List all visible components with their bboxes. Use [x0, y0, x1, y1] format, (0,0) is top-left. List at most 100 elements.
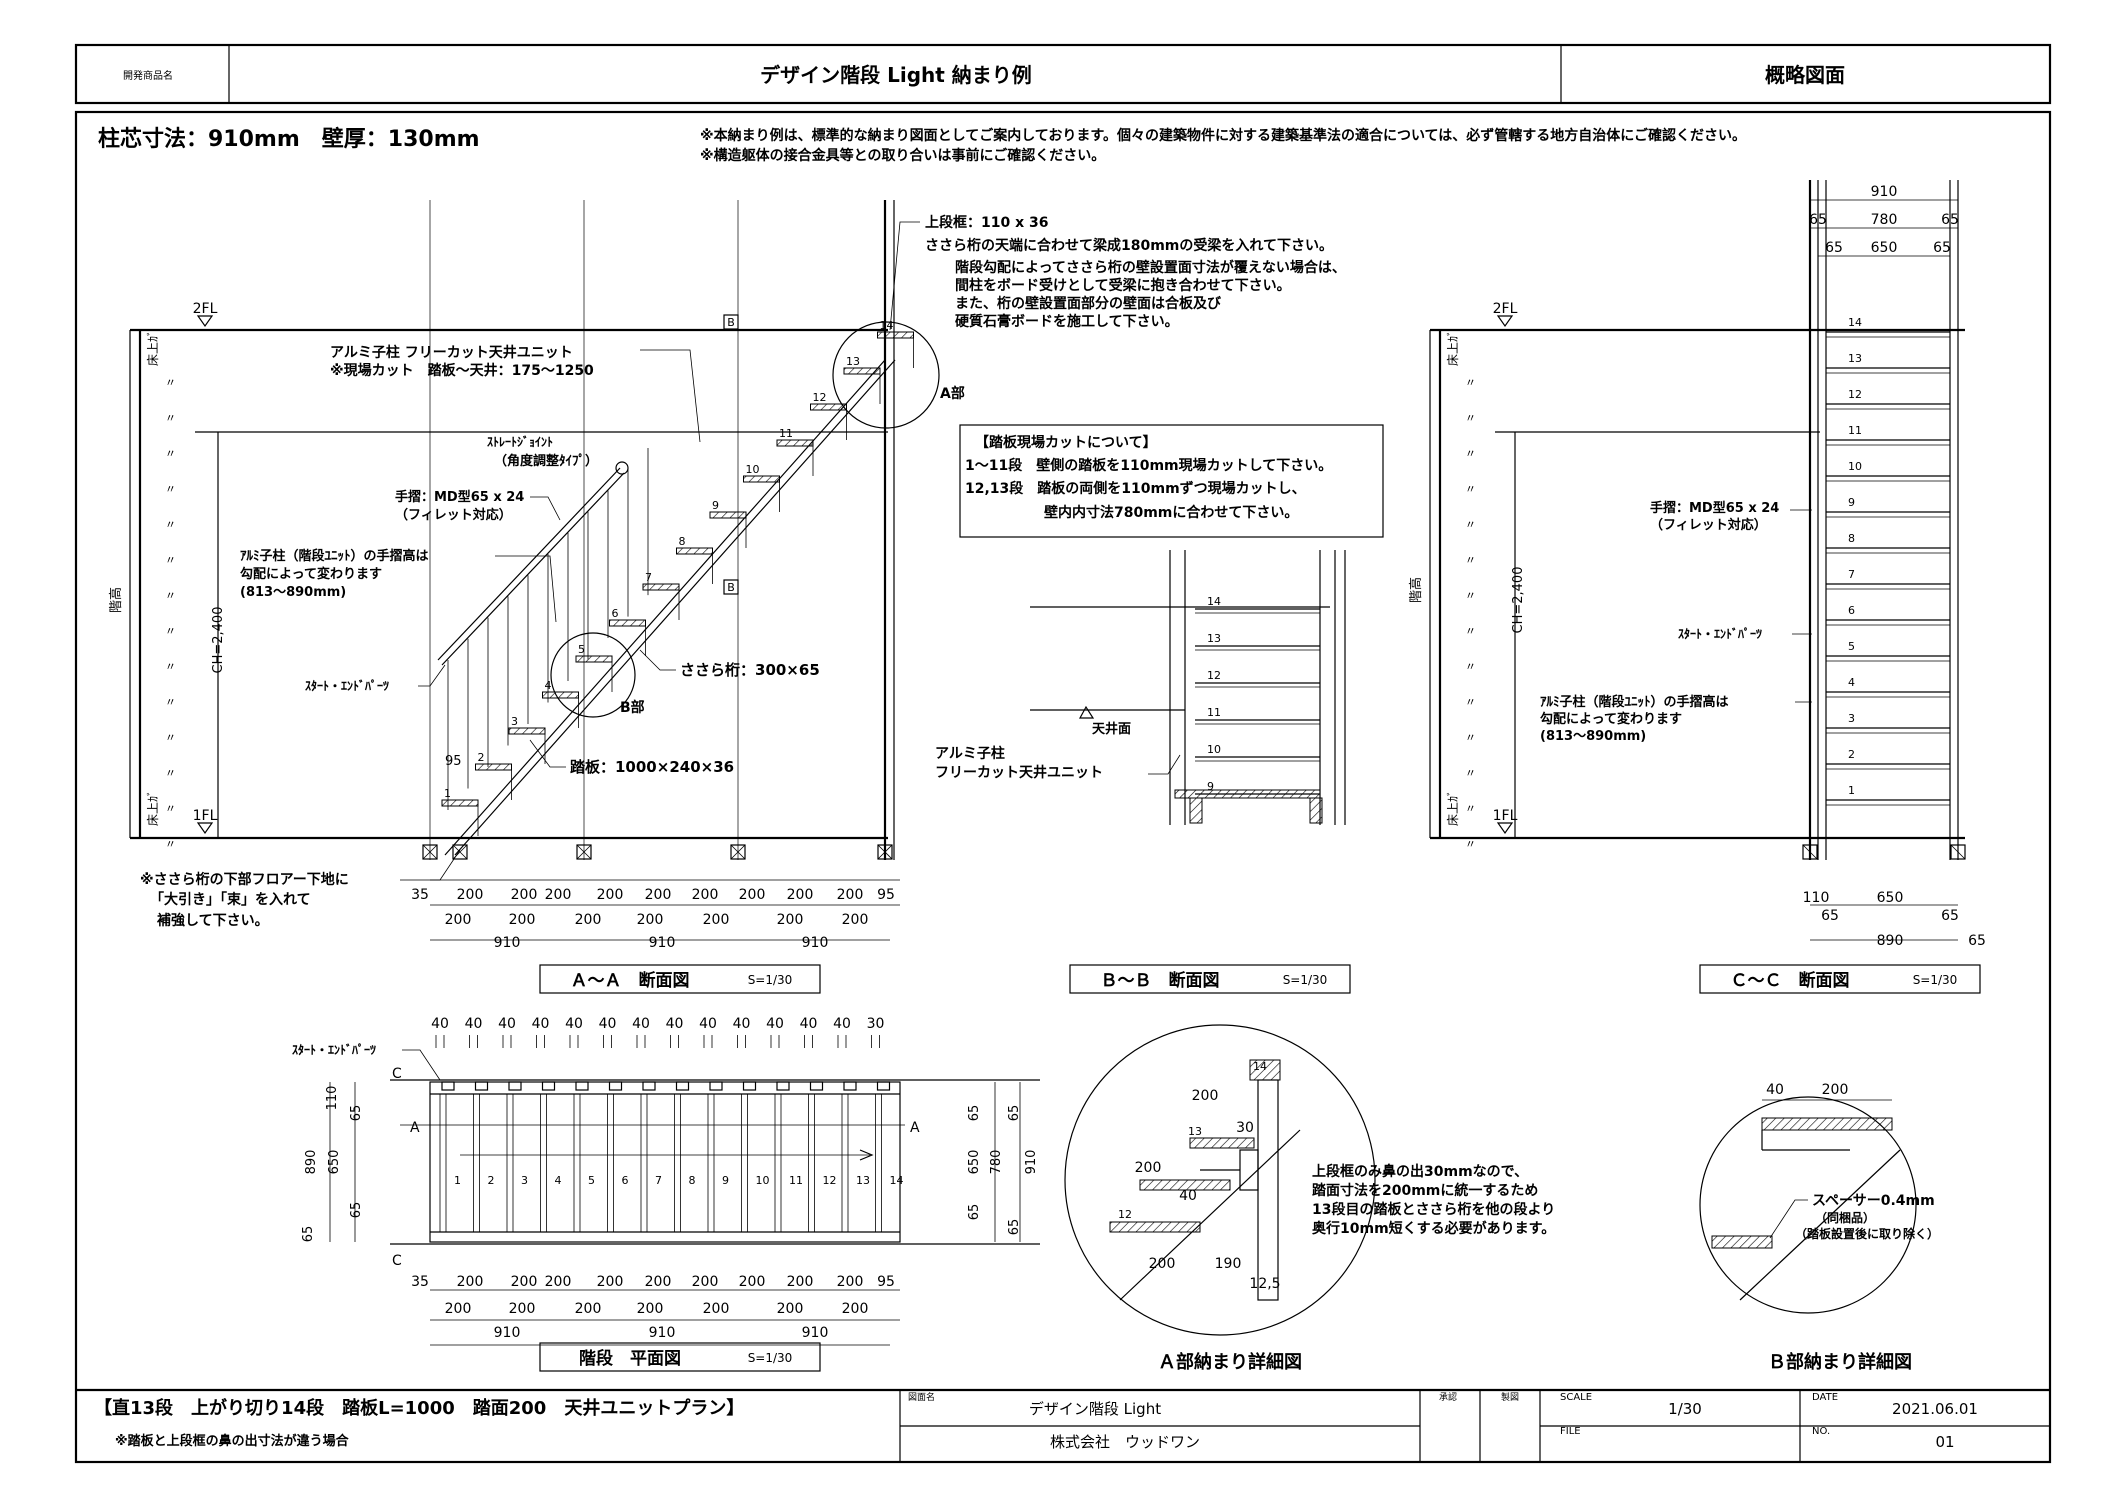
column-marker-x [730, 844, 746, 860]
aa-step-num: 10 [746, 463, 760, 476]
aa-tread [542, 691, 579, 699]
plan-post [843, 1081, 857, 1091]
plan-step-num: 8 [689, 1174, 696, 1187]
aa-step-num: 3 [511, 715, 518, 728]
aa-dim-top: 200 [837, 887, 864, 903]
top-frame-2: ささら桁の天端に合わせて梁成180mmの受梁を入れて下さい。 [925, 237, 1333, 254]
cc-dim-65c: 65 [1825, 240, 1843, 256]
cc-alumi-3: (813～890mm) [1540, 729, 1646, 744]
plan-post [441, 1081, 455, 1091]
aa-dim-mid: 200 [637, 912, 664, 928]
drawing-name: デザイン階段 Light [1029, 1400, 1161, 1418]
spacer-3: （踏板設置後に取り除く） [1795, 1226, 1939, 1241]
plan-step-num: 9 [722, 1174, 729, 1187]
floor-note-1: ※ささら桁の下部フロアー下地に [140, 871, 349, 888]
cc-step-num: 12 [1848, 388, 1862, 401]
plan-step-num: 5 [588, 1174, 595, 1187]
product-label: 開発商品名 [123, 69, 173, 82]
cc-step-num: 4 [1848, 676, 1855, 689]
da-14: 14 [1253, 1060, 1267, 1073]
cc-step-num: 7 [1848, 568, 1855, 581]
riser-tick: 〃 [165, 376, 176, 389]
plan-l-65b: 65 [349, 1202, 364, 1219]
riser-tick: 〃 [165, 660, 176, 673]
da-200c: 200 [1149, 1256, 1176, 1272]
handrail-1: 手摺：MD型65 x 24 [395, 489, 524, 505]
riser-tick: 〃 [1465, 696, 1476, 709]
plan-c-bot: C [392, 1253, 402, 1269]
aa-dim-mid: 200 [842, 912, 869, 928]
spacer-1: スペーサー0.4mm [1812, 1193, 1935, 1209]
plan-title: 階段 平面図 [579, 1348, 681, 1369]
alumi-post-1: ｱﾙﾐ子柱（階段ﾕﾆｯﾄ）の手摺高は [240, 548, 429, 564]
riser-tick: 〃 [1465, 483, 1476, 496]
note-1: ※本納まり例は、標準的な納まり図面としてご案内しております。個々の建築物件に対す… [700, 127, 1746, 144]
plan-dim-top: 200 [597, 1274, 624, 1290]
plan-l-65c: 65 [301, 1226, 316, 1243]
scale-value: 1/30 [1668, 1400, 1702, 1418]
plan-top-dim: 40 [565, 1016, 583, 1032]
aa-dim-mid: 200 [777, 912, 804, 928]
cc-step-num: 13 [1848, 352, 1862, 365]
label-file: FILE [1560, 1426, 1581, 1437]
plan-r-650: 650 [967, 1150, 982, 1175]
riser-tick: 〃 [165, 483, 176, 496]
riser-tick: 〃 [165, 447, 176, 460]
plan-l-650: 650 [327, 1150, 342, 1175]
aa-tread [475, 763, 512, 771]
plan-note: ※踏板と上段框の鼻の出寸法が違う場合 [115, 1433, 350, 1449]
cc-step-num: 2 [1848, 748, 1855, 761]
cc-b-65b: 65 [1941, 908, 1959, 924]
cc-2fl: 2FL [1493, 301, 1518, 317]
alumi-unit-1: アルミ子柱 フリーカット天井ユニット [330, 344, 573, 361]
aa-dim-top: 200 [597, 887, 624, 903]
plan-name: 【直13段 上がり切り14段 踏板L=1000 踏面200 天井ユニットプラン】 [94, 1397, 744, 1419]
plan-r-910: 910 [1024, 1150, 1039, 1175]
aa-dim-bot: 910 [649, 935, 676, 951]
da-30: 30 [1236, 1120, 1254, 1136]
plan-step-num: 4 [555, 1174, 562, 1187]
plan-top-dim: 40 [766, 1016, 784, 1032]
da-note-1: 上段框のみ鼻の出30mmなので、 [1312, 1163, 1528, 1180]
plan-a-right: A [910, 1120, 920, 1136]
plan-dim-top: 200 [645, 1274, 672, 1290]
cc-step-num: 14 [1848, 316, 1862, 329]
aa-1fl: 1FL [193, 808, 218, 824]
cc-dim-65a: 65 [1809, 212, 1827, 228]
da-note-2: 踏面寸法を200mmに統一するため [1312, 1182, 1538, 1199]
cc-handrail-2: （フィレット対応） [1650, 517, 1767, 533]
plan-l-110: 110 [325, 1086, 340, 1111]
plan-top-dim: 30 [867, 1016, 885, 1032]
aa-step-num: 4 [545, 679, 552, 692]
aa-dim-mid: 200 [703, 912, 730, 928]
riser-tick: 〃 [1465, 518, 1476, 531]
plan-post [474, 1081, 489, 1091]
detail-b-title: Ｂ部納まり詳細図 [1768, 1351, 1912, 1373]
aa-height: 階高 [108, 587, 124, 613]
step-95: 95 [445, 754, 462, 769]
plan-dim-top: 200 [511, 1274, 538, 1290]
alumi-post-2: 勾配によって変わります [240, 566, 382, 582]
riser-tick: 〃 [1465, 447, 1476, 460]
plan-step-num: 13 [856, 1174, 870, 1187]
aa-dim-top: 200 [692, 887, 719, 903]
plan-dim-mid: 200 [637, 1301, 664, 1317]
label-scale: SCALE [1560, 1392, 1592, 1403]
alumi-post-3: (813～890mm) [240, 585, 346, 600]
riser-tick: 〃 [165, 696, 176, 709]
plan-top-dim: 40 [632, 1016, 650, 1032]
aa-step-num: 14 [880, 319, 894, 332]
svg-text:1～11段 壁側の踏板を110mm現場カットして下さい。: 1～11段 壁側の踏板を110mm現場カットして下さい。 [965, 457, 1332, 474]
aa-dim-mid: 200 [509, 912, 536, 928]
main-frame [74, 110, 2052, 1464]
aa-tread [508, 727, 546, 735]
spacer-2: （同梱品） [1815, 1210, 1875, 1225]
column-marker [730, 844, 746, 860]
aa-tread [843, 367, 881, 375]
plan-dim-mid: 200 [445, 1301, 472, 1317]
cc-step-num: 1 [1848, 784, 1855, 797]
plan-dim-mid: 200 [575, 1301, 602, 1317]
floor-note-2: 「大引き」「束」を入れて [150, 891, 311, 908]
plan-top-dim: 40 [833, 1016, 851, 1032]
plan-dim-top: 200 [692, 1274, 719, 1290]
